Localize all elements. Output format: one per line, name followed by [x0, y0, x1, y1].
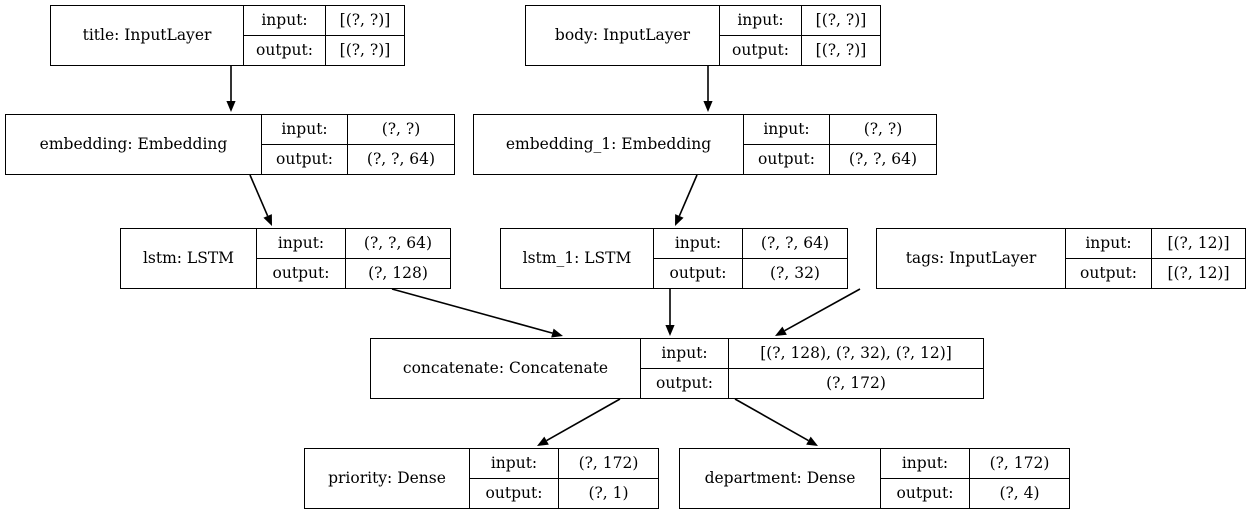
node-io-table-tags: input: [(?, 12)] output: [(?, 12)] — [1066, 229, 1245, 288]
node-input-label-lstm: input: — [257, 229, 346, 258]
node-output-label-tags: output: — [1066, 258, 1152, 288]
node-output-shape-lstm: (?, 128) — [368, 264, 428, 283]
node-output-label-concatenate: output: — [641, 368, 729, 398]
node-label-concatenate: concatenate: Concatenate — [371, 339, 641, 398]
node-output-shape-tags: [(?, 12)] — [1167, 264, 1230, 283]
node-label-embedding: embedding: Embedding — [6, 115, 262, 174]
node-input-shape-lstm_1: (?, ?, 64) — [760, 234, 830, 253]
node-output-row-lstm: output: (?, 128) — [257, 258, 450, 288]
node-label-title: title: InputLayer — [51, 6, 244, 65]
node-input-label-embedding_1: input: — [744, 115, 830, 144]
node-input-row-priority: input: (?, 172) — [470, 449, 658, 479]
node-output-row-concatenate: output: (?, 172) — [641, 368, 983, 398]
node-output-shape-priority: (?, 1) — [588, 484, 629, 503]
node-io-table-concatenate: input: [(?, 128), (?, 32), (?, 12)] output… — [641, 339, 983, 398]
node-output-row-lstm_1: output: (?, 32) — [654, 258, 847, 288]
node-input-shape-body: [(?, ?)] — [815, 11, 867, 30]
node-io-table-title: input: [(?, ?)] output: [(?, ?)] — [244, 6, 404, 65]
node-output-label-embedding: output: — [262, 144, 348, 174]
graph-edge-title-to-embedding — [226, 66, 236, 112]
node-io-table-lstm_1: input: (?, ?, 64) output: (?, 32) — [654, 229, 847, 288]
node-input-label-body: input: — [720, 6, 802, 35]
node-input-row-embedding_1: input: (?, ?) — [744, 115, 936, 145]
node-input-label-title: input: — [244, 6, 326, 35]
graph-edge-body-to-embedding_1 — [703, 66, 713, 112]
node-output-shape-concatenate: (?, 172) — [826, 374, 886, 393]
node-input-label-tags: input: — [1066, 229, 1152, 258]
node-io-table-priority: input: (?, 172) output: (?, 1) — [470, 449, 658, 508]
node-output-shape-title: [(?, ?)] — [339, 41, 391, 60]
node-input-label-department: input: — [881, 449, 970, 478]
node-label-priority: priority: Dense — [305, 449, 470, 508]
node-input-shape-department: (?, 172) — [989, 454, 1050, 473]
node-input-row-department: input: (?, 172) — [881, 449, 1069, 479]
node-input-row-body: input: [(?, ?)] — [720, 6, 880, 36]
node-label-lstm_1: lstm_1: LSTM — [501, 229, 654, 288]
node-input-row-lstm: input: (?, ?, 64) — [257, 229, 450, 259]
node-input-shape-embedding: (?, ?) — [381, 120, 421, 139]
node-output-shape-body: [(?, ?)] — [815, 41, 867, 60]
node-output-row-embedding_1: output: (?, ?, 64) — [744, 144, 936, 174]
node-output-row-body: output: [(?, ?)] — [720, 35, 880, 65]
node-output-label-body: output: — [720, 35, 802, 65]
node-output-shape-embedding: (?, ?, 64) — [366, 150, 436, 169]
node-output-shape-lstm_1: (?, 32) — [770, 264, 820, 283]
node-io-table-body: input: [(?, ?)] output: [(?, ?)] — [720, 6, 880, 65]
node-input-row-embedding: input: (?, ?) — [262, 115, 454, 145]
node-input-shape-tags: [(?, 12)] — [1167, 234, 1230, 253]
graph-edge-concatenate-to-department — [734, 398, 818, 446]
node-label-department: department: Dense — [680, 449, 881, 508]
node-label-embedding_1: embedding_1: Embedding — [474, 115, 744, 174]
node-label-tags: tags: InputLayer — [877, 229, 1066, 288]
node-io-table-embedding_1: input: (?, ?) output: (?, ?, 64) — [744, 115, 936, 174]
node-io-table-department: input: (?, 172) output: (?, 4) — [881, 449, 1069, 508]
node-output-shape-department: (?, 4) — [999, 484, 1040, 503]
node-input-label-concatenate: input: — [641, 339, 729, 368]
node-output-row-title: output: [(?, ?)] — [244, 35, 404, 65]
node-output-label-lstm: output: — [257, 258, 346, 288]
graph-edge-concatenate-to-priority — [537, 398, 621, 446]
node-output-label-priority: output: — [470, 478, 559, 508]
node-input-label-priority: input: — [470, 449, 559, 478]
graph-edge-lstm-to-concatenate — [391, 288, 563, 338]
node-output-row-priority: output: (?, 1) — [470, 478, 658, 508]
node-input-shape-concatenate: [(?, 128), (?, 32), (?, 12)] — [760, 344, 952, 363]
node-output-label-embedding_1: output: — [744, 144, 830, 174]
node-input-label-lstm_1: input: — [654, 229, 743, 258]
graph-edge-embedding-to-lstm — [249, 174, 272, 226]
node-label-body: body: InputLayer — [526, 6, 720, 65]
node-io-table-embedding: input: (?, ?) output: (?, ?, 64) — [262, 115, 454, 174]
node-output-shape-embedding_1: (?, ?, 64) — [848, 150, 918, 169]
node-io-table-lstm: input: (?, ?, 64) output: (?, 128) — [257, 229, 450, 288]
node-input-row-title: input: [(?, ?)] — [244, 6, 404, 36]
node-input-label-embedding: input: — [262, 115, 348, 144]
graph-edge-embedding_1-to-lstm_1 — [675, 174, 698, 226]
node-input-row-lstm_1: input: (?, ?, 64) — [654, 229, 847, 259]
node-input-shape-embedding_1: (?, ?) — [863, 120, 903, 139]
node-output-label-title: output: — [244, 35, 326, 65]
node-input-row-tags: input: [(?, 12)] — [1066, 229, 1245, 259]
node-output-label-department: output: — [881, 478, 970, 508]
graph-edge-lstm_1-to-concatenate — [665, 289, 675, 336]
node-input-shape-priority: (?, 172) — [578, 454, 639, 473]
graph-edge-tags-to-concatenate — [775, 288, 861, 336]
node-label-lstm: lstm: LSTM — [121, 229, 257, 288]
node-output-row-embedding: output: (?, ?, 64) — [262, 144, 454, 174]
node-output-row-department: output: (?, 4) — [881, 478, 1069, 508]
node-output-row-tags: output: [(?, 12)] — [1066, 258, 1245, 288]
node-input-shape-title: [(?, ?)] — [339, 11, 391, 30]
node-input-shape-lstm: (?, ?, 64) — [363, 234, 433, 253]
node-input-row-concatenate: input: [(?, 128), (?, 32), (?, 12)] — [641, 339, 983, 369]
node-output-label-lstm_1: output: — [654, 258, 743, 288]
